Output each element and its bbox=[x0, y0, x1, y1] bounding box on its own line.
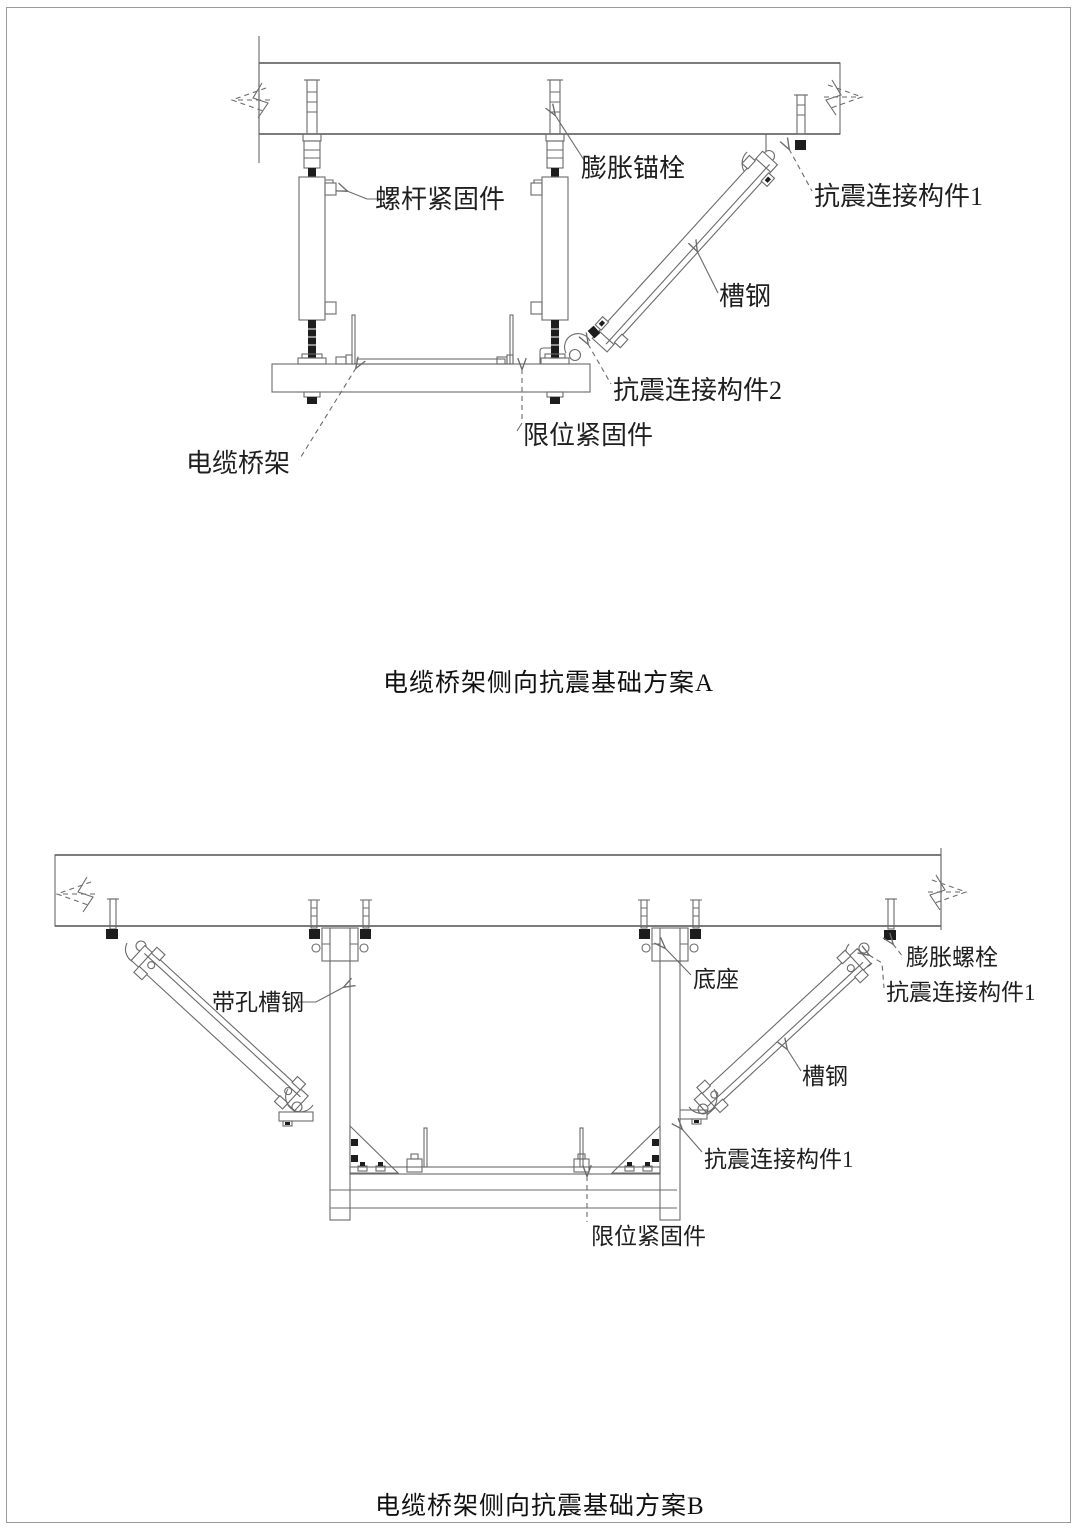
label-limit-fastener-b: 限位紧固件 bbox=[591, 1224, 706, 1249]
break-symbol bbox=[56, 876, 100, 913]
label-channel-steel-a: 槽钢 bbox=[719, 282, 772, 311]
label-expansion-anchor: 膨胀锚栓 bbox=[581, 154, 686, 183]
label-seismic-connector-1-b-top: 抗震连接构件1 bbox=[886, 980, 1036, 1005]
gusset-left bbox=[349, 1124, 400, 1174]
cable-tray-b bbox=[330, 1127, 677, 1209]
hanger-rod-1 bbox=[297, 79, 337, 405]
break-symbol bbox=[819, 79, 863, 116]
label-perforated-channel: 带孔槽钢 bbox=[212, 990, 304, 1015]
scheme-b-drawing bbox=[54, 848, 967, 1222]
brace-bottom-hinge-b-left bbox=[278, 1088, 314, 1127]
break-symbol bbox=[923, 874, 967, 911]
leader-lines-a bbox=[298, 115, 813, 461]
channel-steel-brace-b-left bbox=[125, 939, 314, 1117]
label-seismic-connector-1-a: 抗震连接构件1 bbox=[814, 182, 984, 211]
label-cable-tray-a: 电缆桥架 bbox=[186, 449, 291, 478]
label-limit-fastener-a: 限位紧固件 bbox=[523, 421, 654, 450]
cable-tray-a bbox=[271, 314, 591, 393]
break-symbol bbox=[231, 82, 275, 119]
leader-lines-b bbox=[298, 944, 904, 1222]
gusset-right bbox=[610, 1124, 661, 1174]
label-seismic-connector-2-a: 抗震连接构件2 bbox=[613, 376, 783, 405]
label-expansion-bolt: 膨胀螺栓 bbox=[906, 945, 998, 970]
label-seismic-connector-1-b-bottom: 抗震连接构件1 bbox=[704, 1147, 854, 1172]
concrete-slab-b bbox=[54, 848, 942, 930]
scheme-b-title: 电缆桥架侧向抗震基础方案B bbox=[375, 1493, 705, 1520]
label-base-plate: 底座 bbox=[693, 967, 739, 992]
scheme-a-drawing bbox=[231, 36, 863, 461]
label-channel-steel-b: 槽钢 bbox=[802, 1064, 848, 1089]
scheme-a-title: 电缆桥架侧向抗震基础方案A bbox=[383, 670, 715, 697]
label-rod-fastener: 螺杆紧固件 bbox=[375, 185, 506, 214]
